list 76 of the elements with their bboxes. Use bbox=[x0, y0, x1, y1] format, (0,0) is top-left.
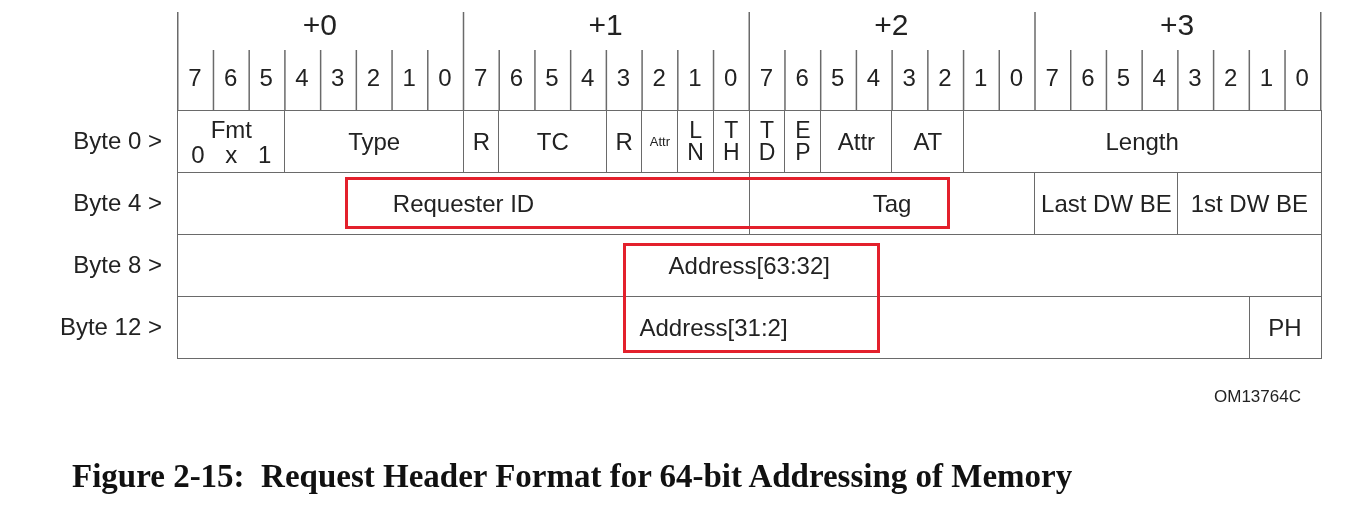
field-name: Address[31:2] bbox=[639, 314, 788, 340]
bit-number: 1 bbox=[688, 66, 702, 90]
bit-number: 2 bbox=[1224, 66, 1238, 90]
field-name: Tag bbox=[872, 191, 912, 217]
bit-number: 5 bbox=[259, 66, 273, 90]
bit-number: 1 bbox=[1259, 66, 1274, 90]
bit-number: 6 bbox=[223, 66, 238, 90]
bit-number: 4 bbox=[866, 66, 881, 90]
bit-number: 5 bbox=[831, 66, 845, 90]
bit-number: 3 bbox=[331, 66, 345, 90]
bit-field bbox=[891, 110, 965, 174]
bit-field bbox=[177, 296, 1251, 359]
bit-number: 7 bbox=[759, 66, 774, 90]
bit-field bbox=[1248, 296, 1322, 359]
bit-field bbox=[641, 110, 679, 174]
field-name: 0 x 1 bbox=[191, 141, 272, 167]
bit-field bbox=[1177, 172, 1322, 236]
bit-number: 0 bbox=[723, 66, 738, 90]
bit-number: 4 bbox=[581, 66, 595, 90]
field-name: T H bbox=[722, 119, 741, 164]
figure-caption: Figure 2-15: Request Header Format for 64-bit Addressing of Memory bbox=[72, 458, 1074, 495]
field-name: Address[63:32] bbox=[668, 253, 830, 279]
bit-number: 1 bbox=[974, 66, 988, 90]
field-name: Fmt bbox=[210, 116, 252, 142]
bit-number: 7 bbox=[1045, 66, 1059, 90]
field-name: 1st DW BE bbox=[1190, 191, 1308, 217]
field-name: Attr bbox=[649, 134, 671, 149]
bit-number: 3 bbox=[1188, 66, 1202, 90]
bit-field bbox=[177, 110, 286, 174]
field-name: AT bbox=[913, 129, 943, 155]
bit-number: 0 bbox=[1009, 66, 1024, 90]
figure-id: OM13764C bbox=[1214, 387, 1301, 407]
bit-number: 2 bbox=[652, 66, 666, 90]
row-label: Byte 8 > bbox=[73, 253, 162, 277]
byte-offset: +1 bbox=[588, 10, 623, 40]
bit-field bbox=[498, 110, 608, 174]
bit-number: 0 bbox=[1295, 66, 1309, 90]
field-name: Type bbox=[348, 129, 401, 155]
bit-number: 5 bbox=[1116, 66, 1131, 90]
field-name: T D bbox=[757, 119, 777, 164]
field-name: TC bbox=[536, 129, 569, 155]
row-label: Byte 4 > bbox=[73, 191, 162, 215]
field-name: Attr bbox=[837, 129, 876, 155]
bit-number: 3 bbox=[616, 66, 631, 90]
field-name: E P bbox=[794, 119, 812, 164]
bit-number: 5 bbox=[545, 66, 559, 90]
bit-number: 6 bbox=[795, 66, 809, 90]
field-name: PH bbox=[1268, 314, 1302, 340]
field-name: Requester ID bbox=[392, 191, 535, 217]
bit-number: 6 bbox=[509, 66, 523, 90]
byte-offset: +0 bbox=[302, 10, 337, 40]
bit-field bbox=[1034, 172, 1179, 236]
bit-field bbox=[677, 110, 715, 174]
byte-offset: +3 bbox=[1160, 10, 1195, 40]
bit-field bbox=[962, 110, 1322, 174]
row-label: Byte 0 > bbox=[73, 129, 162, 153]
byte-offset: +2 bbox=[874, 10, 909, 40]
field-name: Last DW BE bbox=[1041, 191, 1172, 217]
bit-number: 2 bbox=[938, 66, 952, 90]
bit-field bbox=[284, 110, 465, 174]
bit-number: 0 bbox=[438, 66, 452, 90]
field-name: R bbox=[615, 129, 633, 155]
bit-number: 3 bbox=[902, 66, 916, 90]
bit-number: 7 bbox=[188, 66, 202, 90]
bit-number: 2 bbox=[366, 66, 381, 90]
bit-number: 6 bbox=[1081, 66, 1095, 90]
bit-number: 4 bbox=[1152, 66, 1166, 90]
bit-field bbox=[177, 234, 1322, 298]
field-name: Length bbox=[1105, 129, 1179, 155]
bit-field bbox=[784, 110, 822, 174]
row-label: Byte 12 > bbox=[59, 314, 162, 339]
bit-number: 4 bbox=[295, 66, 309, 90]
bit-number: 1 bbox=[402, 66, 416, 90]
field-name: L N bbox=[686, 119, 705, 164]
bit-number: 7 bbox=[473, 66, 488, 90]
field-name: R bbox=[472, 129, 491, 155]
